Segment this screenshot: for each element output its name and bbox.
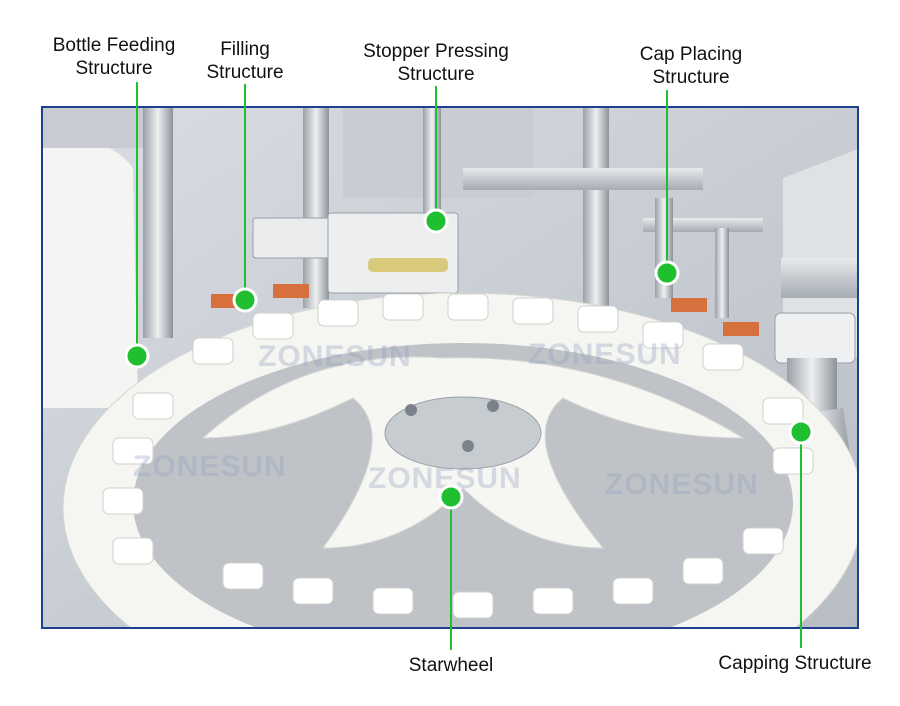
machine-illustration: ZONESUN ZONESUN ZONESUN ZONESUN ZONESUN — [43, 108, 857, 627]
label-stopper-pressing-line2: Structure — [397, 64, 475, 85]
label-capping-text: Capping Structure — [718, 653, 872, 674]
label-stopper-pressing: Stopper Pressing Structure — [346, 40, 526, 86]
label-cap-placing-line1: Cap Placing — [639, 44, 743, 65]
marker-filling — [232, 287, 258, 313]
watermark-3: ZONESUN — [133, 450, 287, 483]
label-filling-line1: Filling — [220, 39, 270, 60]
label-cap-placing-line2: Structure — [652, 67, 730, 88]
marker-stopper-pressing — [423, 208, 449, 234]
label-cap-placing: Cap Placing Structure — [616, 43, 766, 89]
label-starwheel-text: Starwheel — [408, 655, 494, 676]
label-stopper-pressing-line1: Stopper Pressing — [363, 41, 509, 62]
label-bottle-feeding-line2: Structure — [75, 58, 153, 79]
watermark-5: ZONESUN — [605, 468, 759, 501]
marker-starwheel — [438, 484, 464, 510]
label-capping: Capping Structure — [700, 652, 890, 675]
watermark-2: ZONESUN — [528, 338, 682, 371]
label-filling-line2: Structure — [206, 62, 284, 83]
marker-capping — [788, 419, 814, 445]
machine-photo: ZONESUN ZONESUN ZONESUN ZONESUN ZONESUN — [41, 106, 859, 629]
label-starwheel: Starwheel — [391, 654, 511, 677]
marker-bottle-feeding — [124, 343, 150, 369]
watermark-1: ZONESUN — [258, 340, 412, 373]
marker-cap-placing — [654, 260, 680, 286]
label-filling: Filling Structure — [190, 38, 300, 84]
label-bottle-feeding-line1: Bottle Feeding — [52, 35, 176, 56]
label-bottle-feeding: Bottle Feeding Structure — [44, 34, 184, 80]
